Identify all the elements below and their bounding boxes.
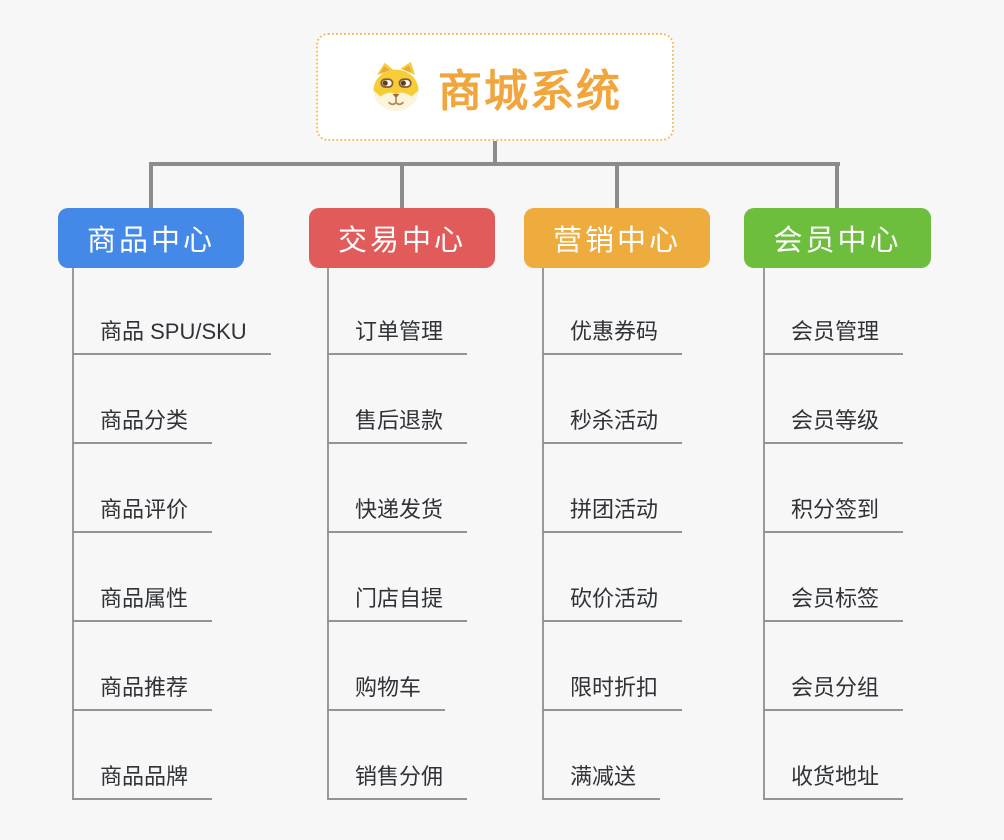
root-title: 商城系统 bbox=[438, 67, 622, 116]
shiba-dog-face-icon bbox=[373, 61, 419, 112]
leaf-node[interactable]: 砍价活动 bbox=[542, 586, 683, 622]
branch-node-1[interactable]: 商品中心 bbox=[58, 208, 244, 268]
branch-drop-line bbox=[400, 162, 404, 210]
branches-horizontal-connector bbox=[149, 162, 840, 166]
leaf-node[interactable]: 商品推荐 bbox=[72, 675, 213, 711]
leaf-node[interactable]: 拼团活动 bbox=[542, 497, 683, 533]
leaf-node[interactable]: 收货地址 bbox=[763, 764, 904, 800]
leaf-node[interactable]: 售后退款 bbox=[327, 408, 468, 444]
branch-drop-line bbox=[835, 162, 839, 210]
leaf-node[interactable]: 订单管理 bbox=[327, 319, 468, 355]
leaf-node[interactable]: 门店自提 bbox=[327, 586, 468, 622]
branch-node-3[interactable]: 营销中心 bbox=[524, 208, 710, 268]
leaf-node[interactable]: 商品品牌 bbox=[72, 764, 213, 800]
leaf-node[interactable]: 购物车 bbox=[327, 675, 446, 711]
leaf-node[interactable]: 会员等级 bbox=[763, 408, 904, 444]
branch-trunk-line bbox=[542, 268, 544, 799]
branch-trunk-line bbox=[763, 268, 765, 799]
leaf-node[interactable]: 快递发货 bbox=[327, 497, 468, 533]
leaf-node[interactable]: 会员分组 bbox=[763, 675, 904, 711]
leaf-node[interactable]: 商品分类 bbox=[72, 408, 213, 444]
leaf-node[interactable]: 销售分佣 bbox=[327, 764, 468, 800]
branch-node-4[interactable]: 会员中心 bbox=[744, 208, 931, 268]
branch-trunk-line bbox=[72, 268, 74, 799]
branch-drop-line bbox=[615, 162, 619, 210]
leaf-node[interactable]: 优惠券码 bbox=[542, 319, 683, 355]
root-connector-stub bbox=[493, 141, 497, 165]
leaf-node[interactable]: 会员标签 bbox=[763, 586, 904, 622]
leaf-node[interactable]: 商品评价 bbox=[72, 497, 213, 533]
branch-drop-line bbox=[149, 162, 153, 210]
leaf-node[interactable]: 商品 SPU/SKU bbox=[72, 319, 271, 355]
leaf-node[interactable]: 秒杀活动 bbox=[542, 408, 683, 444]
leaf-node[interactable]: 商品属性 bbox=[72, 586, 213, 622]
leaf-node[interactable]: 积分签到 bbox=[763, 497, 904, 533]
branch-trunk-line bbox=[327, 268, 329, 799]
leaf-node[interactable]: 满减送 bbox=[542, 764, 661, 800]
root-node[interactable]: 商城系统 bbox=[316, 33, 674, 141]
branch-node-2[interactable]: 交易中心 bbox=[309, 208, 495, 268]
leaf-node[interactable]: 限时折扣 bbox=[542, 675, 683, 711]
leaf-node[interactable]: 会员管理 bbox=[763, 319, 904, 355]
